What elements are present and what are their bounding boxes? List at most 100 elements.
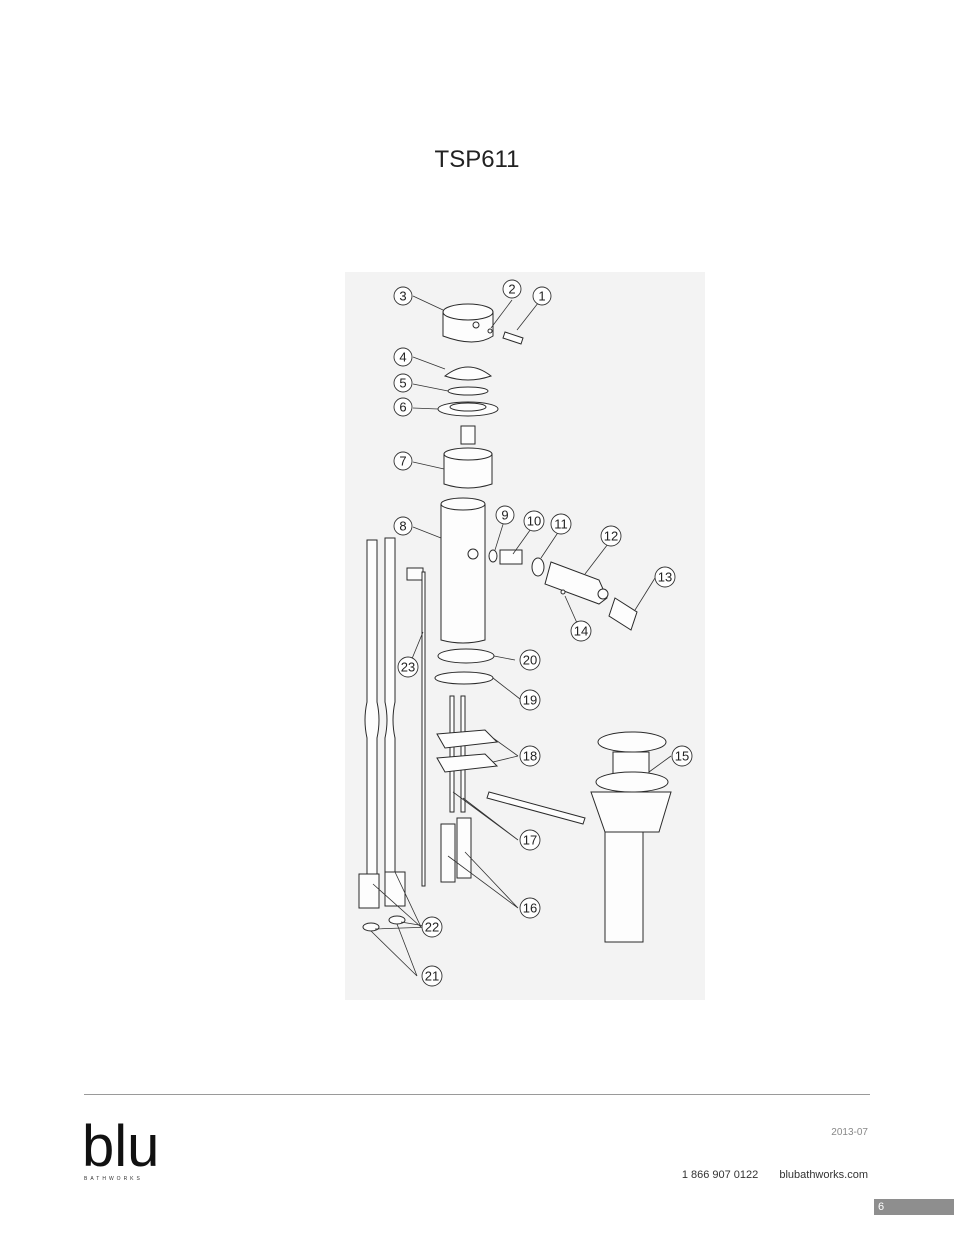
svg-text:6: 6 bbox=[399, 400, 406, 415]
callout-14: 14 bbox=[570, 620, 592, 642]
page-title: TSP611 bbox=[434, 146, 520, 173]
svg-text:19: 19 bbox=[523, 693, 537, 708]
part-pivot-rod bbox=[486, 791, 586, 825]
part-o-ring bbox=[447, 386, 489, 396]
part-bracket-b bbox=[436, 753, 499, 773]
svg-text:3: 3 bbox=[399, 289, 406, 304]
part-body bbox=[440, 503, 486, 644]
part-hose-fitting-a bbox=[358, 873, 380, 909]
callout-7: 7 bbox=[393, 451, 413, 471]
callout-17: 17 bbox=[519, 829, 541, 851]
callout-11: 11 bbox=[550, 513, 572, 535]
svg-text:20: 20 bbox=[523, 653, 537, 668]
callout-18: 18 bbox=[519, 745, 541, 767]
blu-bathworks-logo: blu BATHWORKS bbox=[82, 1114, 182, 1186]
svg-text:5: 5 bbox=[399, 376, 406, 391]
svg-text:15: 15 bbox=[675, 749, 689, 764]
website-link[interactable]: blubathworks.com bbox=[779, 1169, 868, 1181]
svg-text:12: 12 bbox=[604, 529, 618, 544]
part-mount-nut-b bbox=[456, 817, 472, 879]
part-screw bbox=[560, 589, 566, 595]
svg-text:1: 1 bbox=[538, 289, 545, 304]
logo-mark: blu BATHWORKS bbox=[82, 1114, 159, 1182]
callout-19: 19 bbox=[519, 689, 541, 711]
svg-text:18: 18 bbox=[523, 749, 537, 764]
callout-22: 22 bbox=[421, 916, 443, 938]
part-mount-nut-a bbox=[440, 823, 456, 883]
callout-2: 2 bbox=[502, 279, 522, 299]
page-number-box: 6 bbox=[874, 1199, 954, 1215]
part-hose-fitting-b bbox=[384, 871, 406, 907]
svg-text:9: 9 bbox=[501, 508, 508, 523]
part-washer bbox=[488, 549, 498, 563]
part-washer-21b bbox=[388, 915, 406, 925]
svg-text:22: 22 bbox=[425, 920, 439, 935]
part-drain-tailpiece bbox=[604, 831, 644, 943]
part-set-screw bbox=[487, 328, 493, 334]
callout-4: 4 bbox=[393, 347, 413, 367]
part-stud-a bbox=[449, 695, 455, 813]
part-gasket-19 bbox=[434, 671, 494, 685]
part-aerator-insert bbox=[499, 549, 523, 565]
svg-text:16: 16 bbox=[523, 901, 537, 916]
callout-6: 6 bbox=[393, 397, 413, 417]
part-lift-rod-head bbox=[406, 567, 424, 581]
callout-3: 3 bbox=[393, 286, 413, 306]
svg-text:BATHWORKS: BATHWORKS bbox=[84, 1176, 143, 1182]
svg-text:21: 21 bbox=[425, 969, 439, 984]
part-cap bbox=[443, 366, 493, 381]
contact-info: 1 866 907 0122 blubathworks.com bbox=[682, 1169, 868, 1181]
part-spring bbox=[531, 557, 545, 577]
part-hose-a bbox=[364, 539, 380, 877]
callout-13: 13 bbox=[654, 566, 676, 588]
part-spout-end bbox=[597, 588, 609, 600]
svg-text:2: 2 bbox=[508, 282, 515, 297]
revision-date: 2013-07 bbox=[831, 1127, 868, 1138]
phone-number: 1 866 907 0122 bbox=[681, 1169, 759, 1181]
part-drain-body bbox=[590, 791, 672, 833]
svg-text:11: 11 bbox=[554, 517, 568, 532]
part-stud-b bbox=[460, 695, 466, 813]
svg-text:4: 4 bbox=[399, 350, 406, 365]
parts-drawing: 1 2 3 4 5 6 7 8 9 10 11 12 13 14 15 16 1… bbox=[358, 279, 693, 987]
callout-8: 8 bbox=[393, 516, 413, 536]
part-drain-cap bbox=[597, 731, 667, 753]
callout-23: 23 bbox=[397, 656, 419, 678]
callout-10: 10 bbox=[523, 510, 545, 532]
svg-text:8: 8 bbox=[399, 519, 406, 534]
part-spout bbox=[544, 561, 608, 605]
callout-1: 1 bbox=[532, 286, 552, 306]
part-lift-rod bbox=[421, 571, 426, 887]
svg-text:14: 14 bbox=[574, 624, 588, 639]
part-cartridge bbox=[443, 453, 493, 489]
callout-9: 9 bbox=[495, 505, 515, 525]
part-cartridge-top bbox=[443, 447, 493, 461]
callout-21: 21 bbox=[421, 965, 443, 987]
exploded-parts-diagram: 1 2 3 4 5 6 7 8 9 10 11 12 13 14 15 16 1… bbox=[345, 272, 705, 1000]
svg-text:blu: blu bbox=[82, 1116, 159, 1179]
part-hose-b bbox=[384, 537, 396, 877]
svg-text:13: 13 bbox=[658, 570, 672, 585]
footer-divider bbox=[84, 1094, 870, 1095]
part-body-top bbox=[440, 497, 486, 511]
part-spout-tip bbox=[608, 597, 638, 631]
part-nut-inner bbox=[449, 402, 487, 412]
callout-16: 16 bbox=[519, 897, 541, 919]
callout-5: 5 bbox=[393, 373, 413, 393]
svg-text:17: 17 bbox=[523, 833, 537, 848]
part-body-port bbox=[467, 548, 479, 560]
part-handle-hole bbox=[472, 321, 480, 329]
svg-text:23: 23 bbox=[401, 660, 415, 675]
part-bracket-a bbox=[436, 729, 499, 749]
svg-text:10: 10 bbox=[527, 514, 541, 529]
part-drain-flange bbox=[595, 771, 669, 793]
part-cartridge-stem bbox=[460, 425, 476, 445]
callout-12: 12 bbox=[600, 525, 622, 547]
part-handle-top bbox=[442, 303, 494, 321]
callout-20: 20 bbox=[519, 649, 541, 671]
callout-15: 15 bbox=[671, 745, 693, 767]
svg-text:7: 7 bbox=[399, 454, 406, 469]
part-gasket-20 bbox=[437, 648, 495, 664]
page-number: 6 bbox=[878, 1201, 885, 1213]
part-washer-21a bbox=[362, 922, 380, 932]
